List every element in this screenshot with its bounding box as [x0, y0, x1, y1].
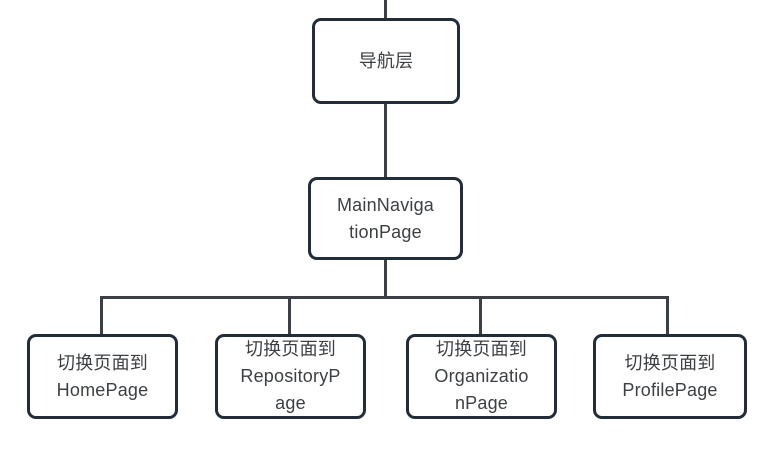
connector-drop-organizationpage [479, 296, 482, 336]
node-label-line: Organizatio [434, 366, 529, 386]
node-label-line: ProfilePage [622, 379, 718, 400]
node-label-line: MainNaviga [336, 194, 435, 215]
node-main-navigation-page[interactable]: MainNaviga tionPage [308, 177, 463, 260]
node-nav-layer[interactable]: 导航层 [312, 18, 460, 104]
node-label-line: 导航层 [358, 50, 414, 71]
node-label-line: 切换页面到 [245, 339, 336, 359]
connector-mainnav-to-bus [384, 257, 387, 298]
connector-drop-profilepage [666, 296, 669, 336]
node-switch-to-repositorypage[interactable]: 切换页面到 RepositoryP age [215, 334, 366, 419]
node-label-line: 切换页面到 [624, 352, 716, 373]
connector-navlayer-to-mainnav [384, 101, 387, 179]
node-label-line: RepositoryP [240, 366, 341, 386]
node-label-line: HomePage [56, 379, 149, 400]
connector-drop-repositorypage [288, 296, 291, 336]
node-switch-to-organizationpage[interactable]: 切换页面到 Organizatio nPage [406, 334, 557, 419]
node-label-line: nPage [454, 393, 509, 413]
node-label-line: age [275, 393, 306, 413]
node-switch-to-profilepage[interactable]: 切换页面到 ProfilePage [593, 334, 747, 419]
connector-drop-homepage [100, 296, 103, 336]
node-label-line: 切换页面到 [436, 339, 527, 359]
connector-bus-line [100, 296, 669, 299]
node-label-line: tionPage [349, 221, 422, 242]
connector-parent-offscreen [384, 0, 387, 20]
node-label-line: 切换页面到 [57, 352, 148, 373]
node-switch-to-homepage[interactable]: 切换页面到 HomePage [27, 334, 178, 419]
